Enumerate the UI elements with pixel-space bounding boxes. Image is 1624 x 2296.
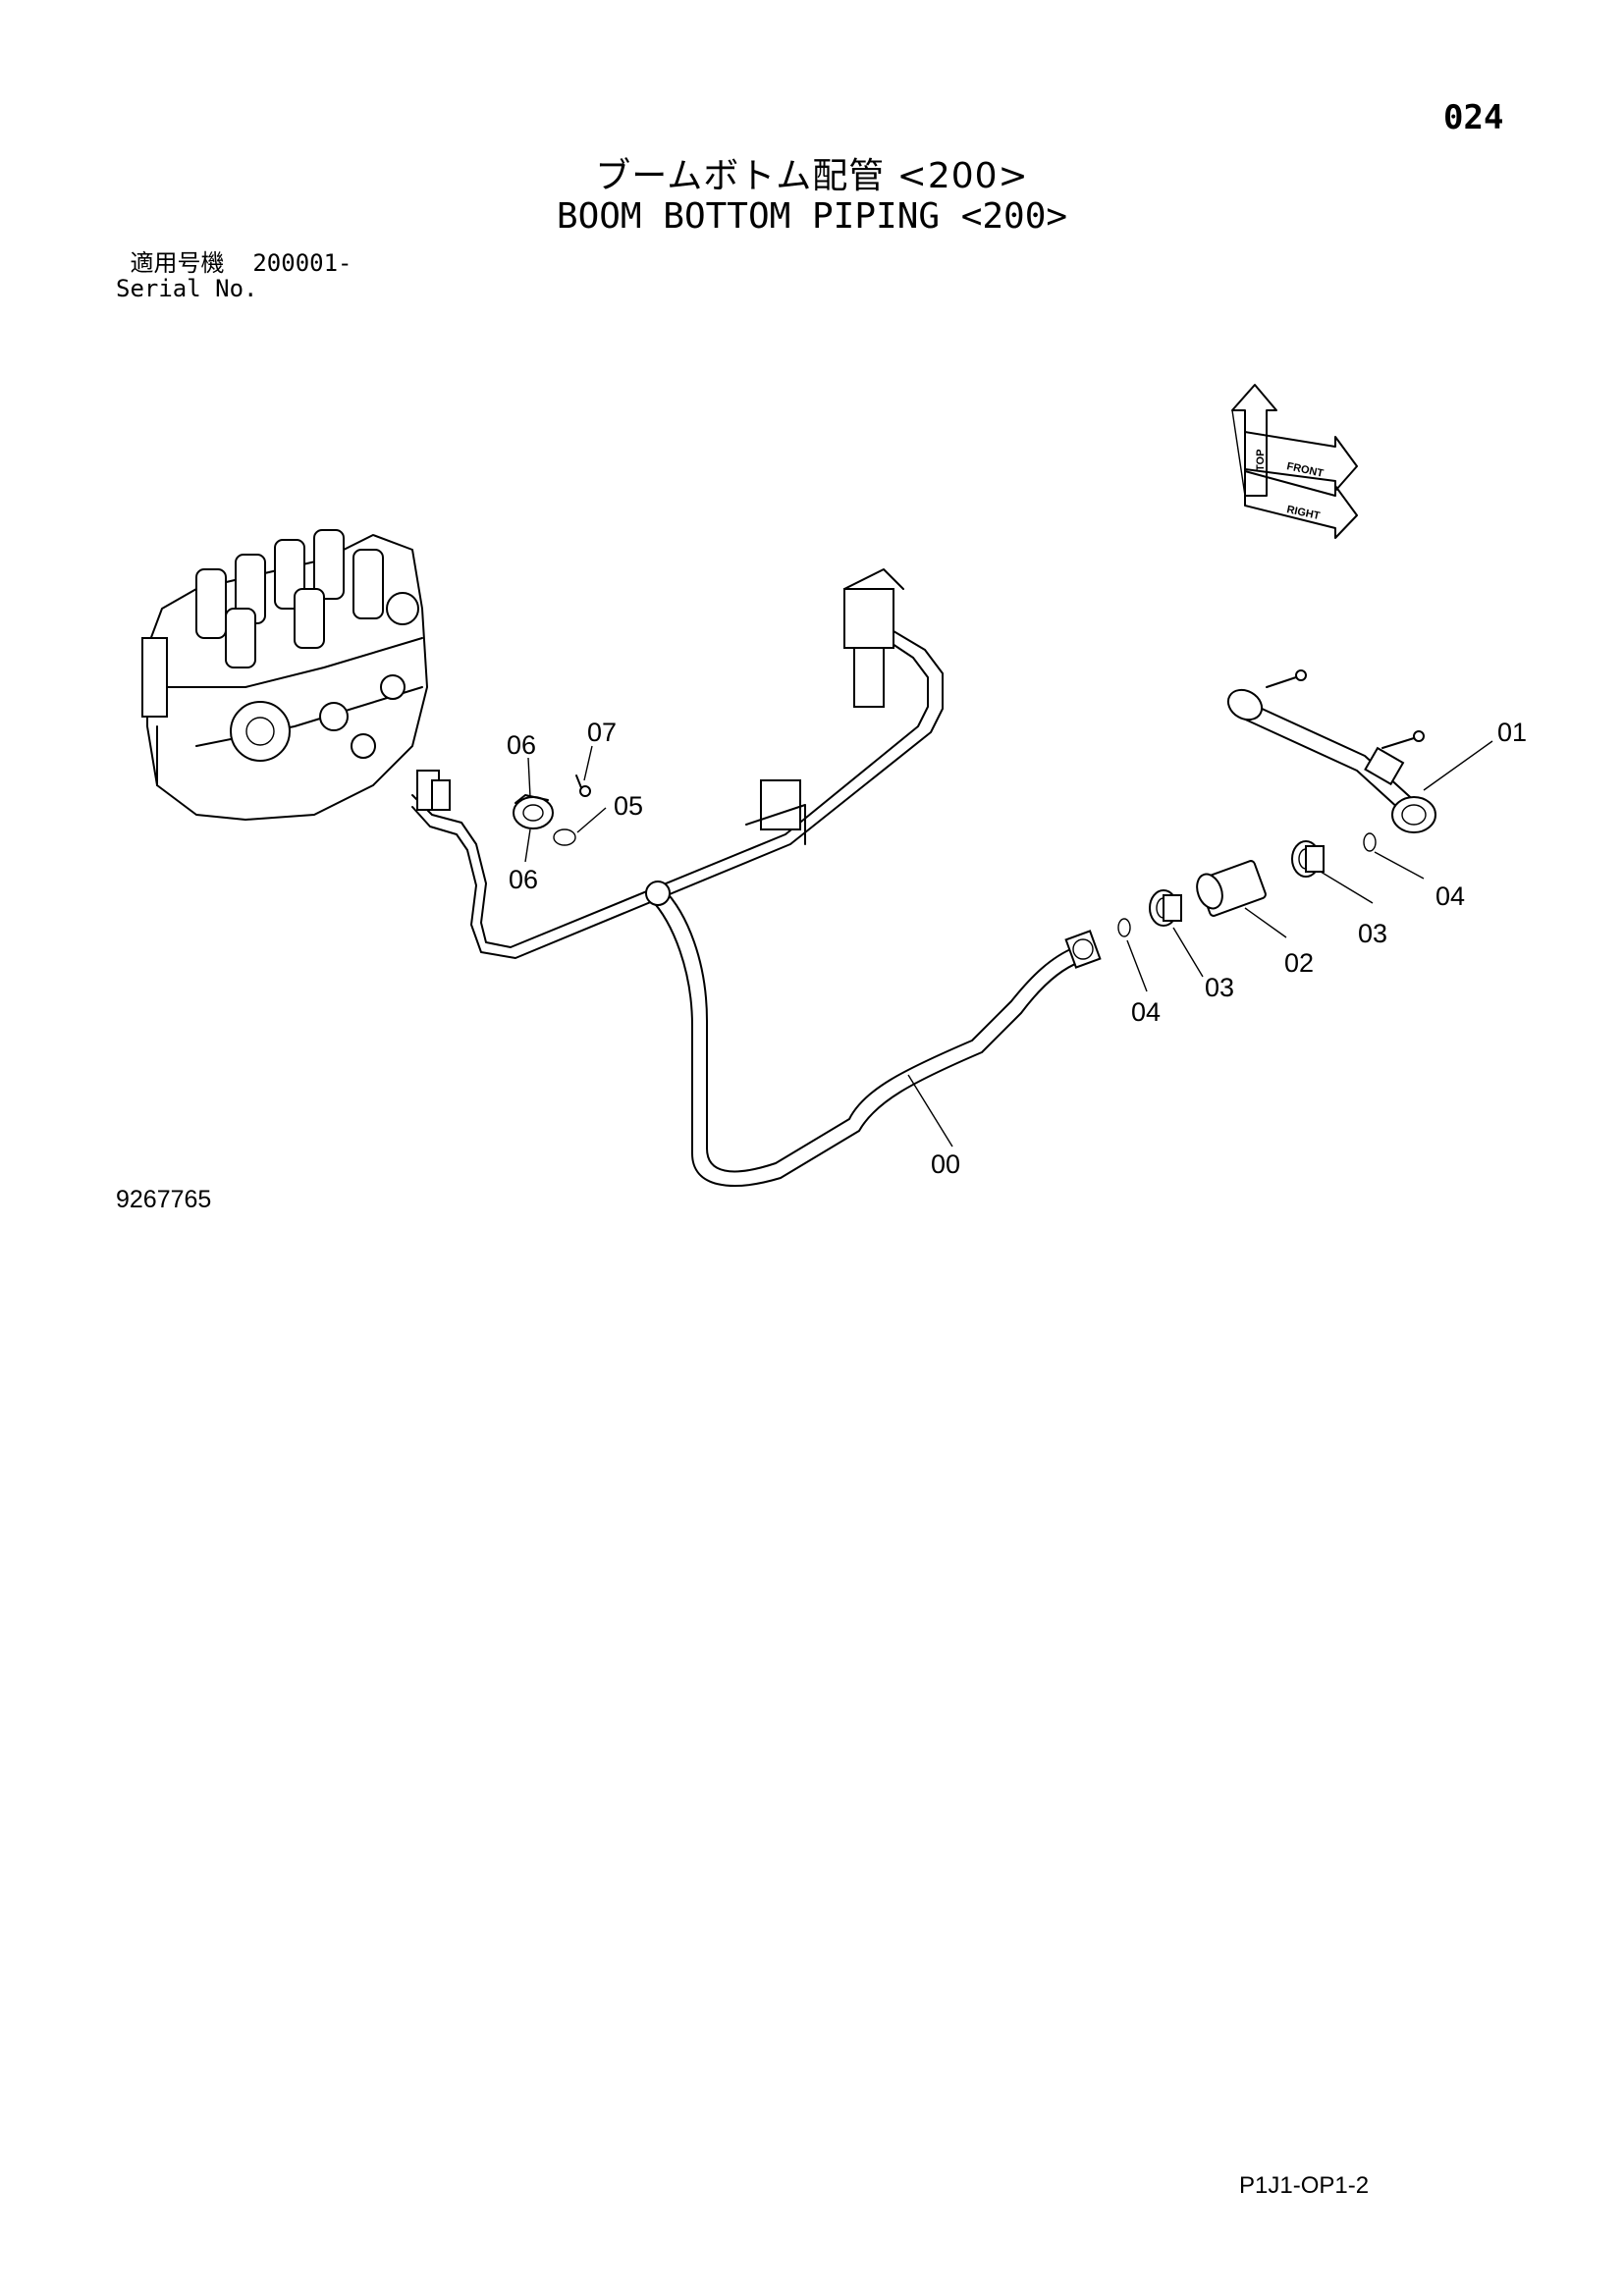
control-valve <box>141 529 428 821</box>
part-labels: 01 02 03 03 04 04 05 06 06 07 00 <box>507 718 1527 1179</box>
serial-label-jp: 適用号機 <box>130 249 225 277</box>
part-label-06-upper: 06 <box>507 730 536 760</box>
bolt-07 <box>575 774 591 797</box>
orientation-top-label: TOP <box>1255 450 1267 471</box>
part-label-01: 01 <box>1497 718 1527 747</box>
clamp-06 <box>513 794 554 829</box>
part-label-03-lower: 03 <box>1205 973 1234 1002</box>
part-label-04-upper: 04 <box>1435 881 1465 911</box>
part-label-05: 05 <box>614 791 643 821</box>
part-label-02: 02 <box>1284 948 1314 978</box>
drawing-number: 9267765 <box>116 1186 212 1213</box>
o-rings-04 <box>1117 832 1377 937</box>
pipe-01-bolts <box>1266 669 1425 749</box>
serial-block: 適用号機 200001- Serial No. <box>116 250 352 301</box>
serial-label-en: Serial No. <box>116 275 258 302</box>
adapter-03-lower <box>1149 889 1182 927</box>
part-label-06-lower: 06 <box>509 865 538 894</box>
part-label-04-lower: 04 <box>1131 997 1161 1027</box>
title-japanese: ブームボトム配管 <200> <box>595 156 1029 196</box>
page-number: 024 <box>1443 98 1504 137</box>
serial-row: 適用号機 200001- <box>116 250 352 276</box>
serial-value: 200001- <box>252 249 352 277</box>
return-pipe-assembly <box>411 568 944 959</box>
o-ring-05 <box>553 828 576 846</box>
valve-spools <box>195 529 384 668</box>
pipe-connector <box>416 770 451 811</box>
pipe-01 <box>1226 669 1436 833</box>
page-code: P1J1-OP1-2 <box>1239 2172 1370 2199</box>
part-label-07: 07 <box>587 718 617 747</box>
adapter-03-upper <box>1291 840 1325 878</box>
title-english: BOOM BOTTOM PIPING <200> <box>556 196 1068 237</box>
leader-lines <box>524 740 1493 1148</box>
part-label-03-upper: 03 <box>1358 919 1387 948</box>
orientation-indicator: TOP FRONT RIGHT <box>1231 384 1358 539</box>
part-label-00: 00 <box>931 1149 960 1179</box>
fitting-02 <box>1196 860 1267 917</box>
pipe-00 <box>645 881 1102 1187</box>
